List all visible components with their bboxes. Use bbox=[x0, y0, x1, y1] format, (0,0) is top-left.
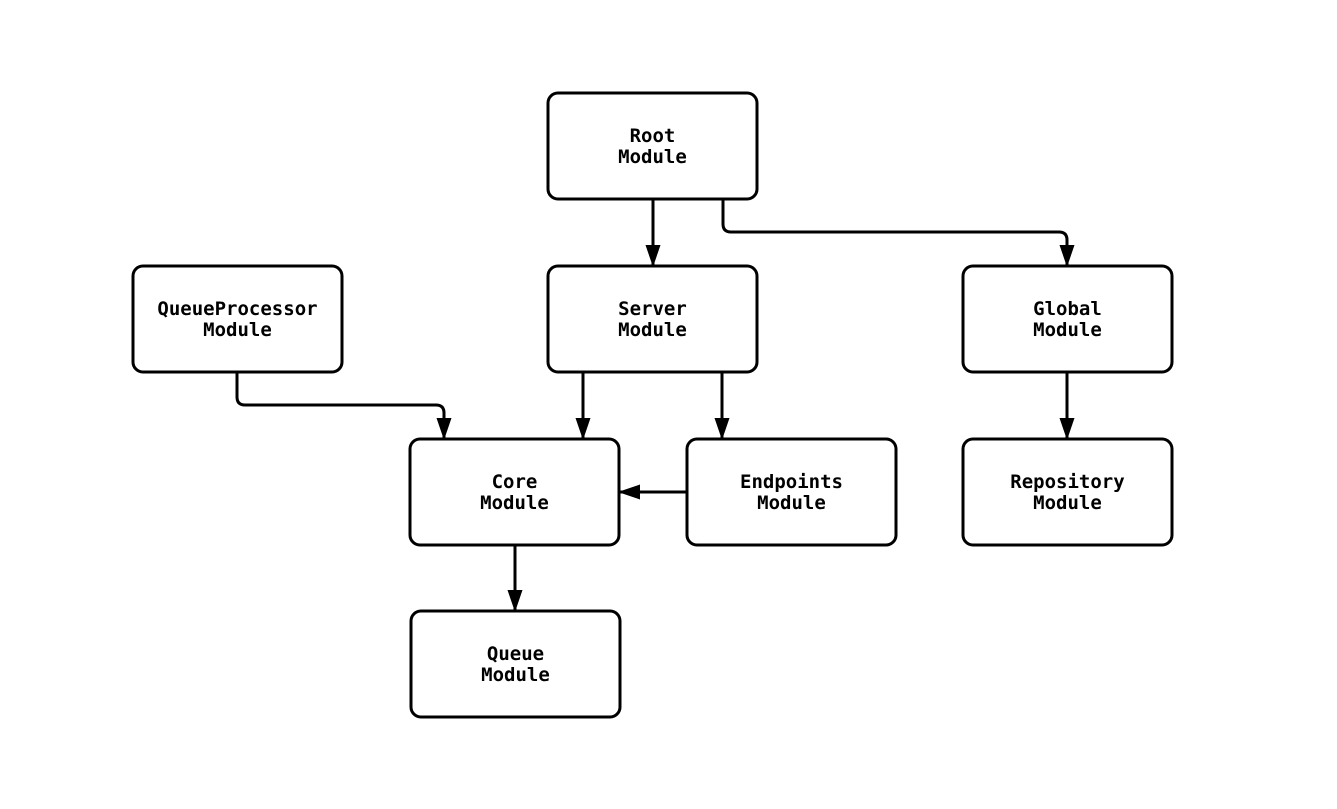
core-label-line-1: Core bbox=[492, 471, 538, 493]
global-label-line-1: Global bbox=[1033, 298, 1102, 320]
queueProcessor-label-line-1: QueueProcessor bbox=[157, 298, 317, 320]
endpoints-label-line-2: Module bbox=[757, 492, 826, 514]
server-label-line-2: Module bbox=[618, 319, 687, 341]
edge-queueProcessor-core bbox=[235, 372, 452, 440]
repository-label-line-2: Module bbox=[1033, 492, 1102, 514]
root-label-line-1: Root bbox=[630, 125, 676, 147]
repository-label-line-1: Repository bbox=[1010, 471, 1124, 493]
server-label-line-1: Server bbox=[618, 298, 687, 320]
endpoints-label-line-1: Endpoints bbox=[740, 471, 843, 493]
queueProcessor-label-line-2: Module bbox=[203, 319, 272, 341]
root-label-line-2: Module bbox=[618, 146, 687, 168]
edge-root-global bbox=[721, 199, 1075, 267]
global-label-line-2: Module bbox=[1033, 319, 1102, 341]
core-label-line-2: Module bbox=[480, 492, 549, 514]
queue-label-line-2: Module bbox=[481, 664, 550, 686]
queue-label-line-1: Queue bbox=[487, 643, 544, 665]
edges-layer bbox=[235, 199, 1075, 612]
